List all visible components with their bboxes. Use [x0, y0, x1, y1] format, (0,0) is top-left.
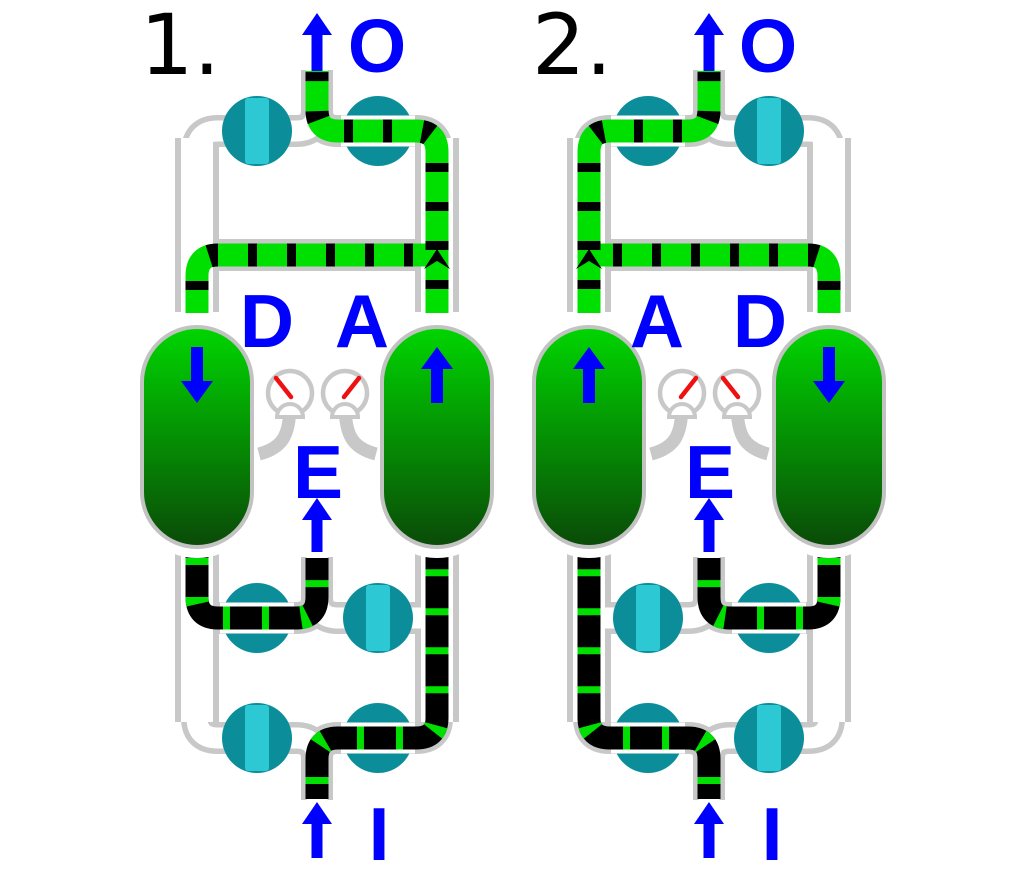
product-flow-dashes [305, 71, 449, 313]
output-arrow [302, 13, 332, 71]
state-2-input-label: I [762, 792, 783, 874]
left-vessel-flow-arrow [181, 347, 213, 403]
exhaust-arrow [302, 498, 332, 552]
gauge-unit2-left [649, 368, 707, 461]
exhaust-arrow [694, 498, 724, 552]
labels-layer: 1. O D A E I 2. O A D E I [140, 0, 797, 874]
vessel-halo [523, 316, 655, 558]
state-2-exhaust-label: E [685, 430, 735, 514]
closed-valve-gate [245, 705, 269, 771]
gauge-unit1-right [320, 368, 378, 461]
state-1-right-vessel-label: A [335, 279, 389, 363]
closed-valve-gate [757, 98, 781, 164]
gauge-tube-port [329, 402, 361, 419]
gauges-layer [257, 368, 770, 461]
process-unit-2 [523, 13, 895, 858]
state-1-exhaust-label: E [293, 430, 343, 514]
right-vessel-flow-arrow [573, 347, 605, 403]
plumbing-layer [131, 13, 895, 858]
gauge-needle-low [720, 375, 741, 400]
gauge-needle-low [273, 375, 294, 400]
gauge-unit2-right [712, 368, 770, 461]
gauge-tube-port [274, 402, 306, 419]
state-2-output-label: O [739, 4, 797, 88]
output-arrow [694, 13, 724, 71]
feed-flow-dashes [577, 543, 721, 799]
vessel-left [140, 325, 254, 549]
left-vessel-flow-arrow [813, 347, 845, 403]
state-2-number: 2. [532, 0, 612, 94]
gauge-needle-high [678, 375, 699, 400]
closed-valve-gate [245, 98, 269, 164]
state-1-left-vessel-label: D [240, 279, 294, 363]
right-vessel-flow-arrow [421, 347, 453, 403]
state-1-output-label: O [348, 4, 406, 88]
product-flow-dashes [589, 243, 841, 313]
gauge-tube-port [666, 402, 698, 419]
feed-flow [185, 543, 329, 630]
gauge-unit1-left [257, 368, 315, 461]
state-2-left-vessel-label: A [630, 279, 684, 363]
vessel-halo [131, 316, 263, 558]
product-flow [185, 243, 437, 313]
vessel-halo [371, 316, 503, 558]
flow-direction-arrow [576, 249, 602, 269]
gauge-tube-port [721, 402, 753, 419]
vessel-right [380, 325, 494, 549]
product-flow [589, 243, 841, 313]
state-1-input-label: I [369, 792, 390, 874]
vessel-left [772, 325, 886, 549]
closed-valve-gate [366, 585, 390, 651]
state-1-number: 1. [140, 0, 220, 94]
product-flow-dashes [185, 243, 437, 313]
feed-flow-dashes [305, 543, 449, 799]
state-2-right-vessel-label: D [733, 279, 787, 363]
input-arrow [694, 802, 724, 858]
vessel-right [532, 325, 646, 549]
flow-direction-arrow [424, 249, 450, 269]
input-arrow [302, 802, 332, 858]
product-flow-dashes [577, 71, 721, 313]
closed-valve-gate [636, 585, 660, 651]
closed-valve-gate [757, 705, 781, 771]
feed-flow [697, 543, 841, 630]
process-unit-1 [131, 13, 503, 858]
vessel-halo [763, 316, 895, 558]
gauge-needle-high [341, 375, 362, 400]
